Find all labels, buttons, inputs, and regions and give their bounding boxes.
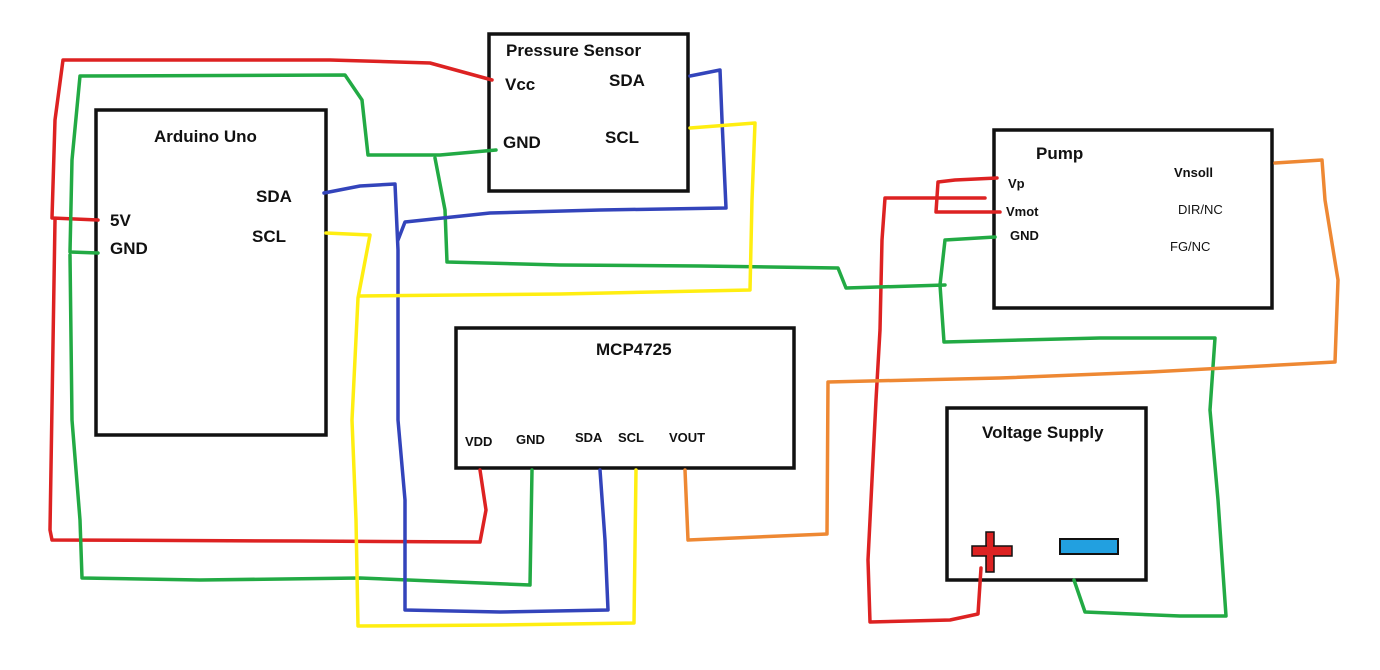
- mcp-pin-sda: SDA: [575, 430, 603, 445]
- mcp-pin-vout: VOUT: [669, 430, 705, 445]
- pressure-pin-vcc: Vcc: [505, 75, 535, 94]
- pump-title: Pump: [1036, 144, 1083, 163]
- wire-red-vmot-supply: [866, 196, 987, 624]
- wire-orange-vout-vnsoll: [683, 158, 1340, 542]
- wire-blue-sda-mcp: [322, 182, 610, 614]
- wire-red-5v-vdd: [48, 218, 488, 544]
- arduino-uno-box: [94, 108, 328, 437]
- pump-box: [992, 128, 1274, 310]
- mcp4725-title: MCP4725: [596, 340, 672, 359]
- mcp-pin-vdd: VDD: [465, 434, 492, 449]
- wire-red-5v-vcc: [50, 58, 494, 222]
- pump-pin-vnsoll: Vnsoll: [1174, 165, 1213, 180]
- mcp4725-box: [454, 326, 796, 470]
- minus-symbol: [1059, 538, 1119, 555]
- voltage-supply-title: Voltage Supply: [982, 423, 1104, 442]
- mcp-pin-gnd: GND: [516, 432, 545, 447]
- wire-red-vp-vmot: [934, 176, 1002, 214]
- pump-pin-fg: FG/NC: [1170, 239, 1210, 254]
- wire-green-gnd-mcp: [68, 253, 534, 587]
- wire-green-gnd-sensor: [68, 73, 498, 255]
- wire-blue-sda-sensor: [396, 68, 728, 242]
- pump-pin-gnd: GND: [1010, 228, 1039, 243]
- pump-pin-vmot: Vmot: [1006, 204, 1039, 219]
- pressure-pin-sda: SDA: [609, 71, 645, 90]
- arduino-pin-scl: SCL: [252, 227, 286, 246]
- wire-yellow-scl-sensor: [358, 121, 757, 298]
- pump-pin-vp: Vp: [1008, 176, 1025, 191]
- pressure-pin-scl: SCL: [605, 128, 639, 147]
- arduino-title: Arduino Uno: [154, 127, 257, 146]
- wire-yellow-scl-mcp: [324, 231, 638, 628]
- arduino-pin-5v: 5V: [110, 211, 131, 230]
- pressure-pin-gnd: GND: [503, 133, 541, 152]
- pressure-sensor-title: Pressure Sensor: [506, 41, 642, 60]
- plus-symbol: [971, 531, 1013, 573]
- pressure-sensor-box: [487, 32, 690, 193]
- arduino-pin-sda: SDA: [256, 187, 292, 206]
- wire-green-pump-gnd: [938, 235, 1228, 618]
- arduino-pin-gnd: GND: [110, 239, 148, 258]
- mcp-pin-scl: SCL: [618, 430, 644, 445]
- pump-pin-dir: DIR/NC: [1178, 202, 1223, 217]
